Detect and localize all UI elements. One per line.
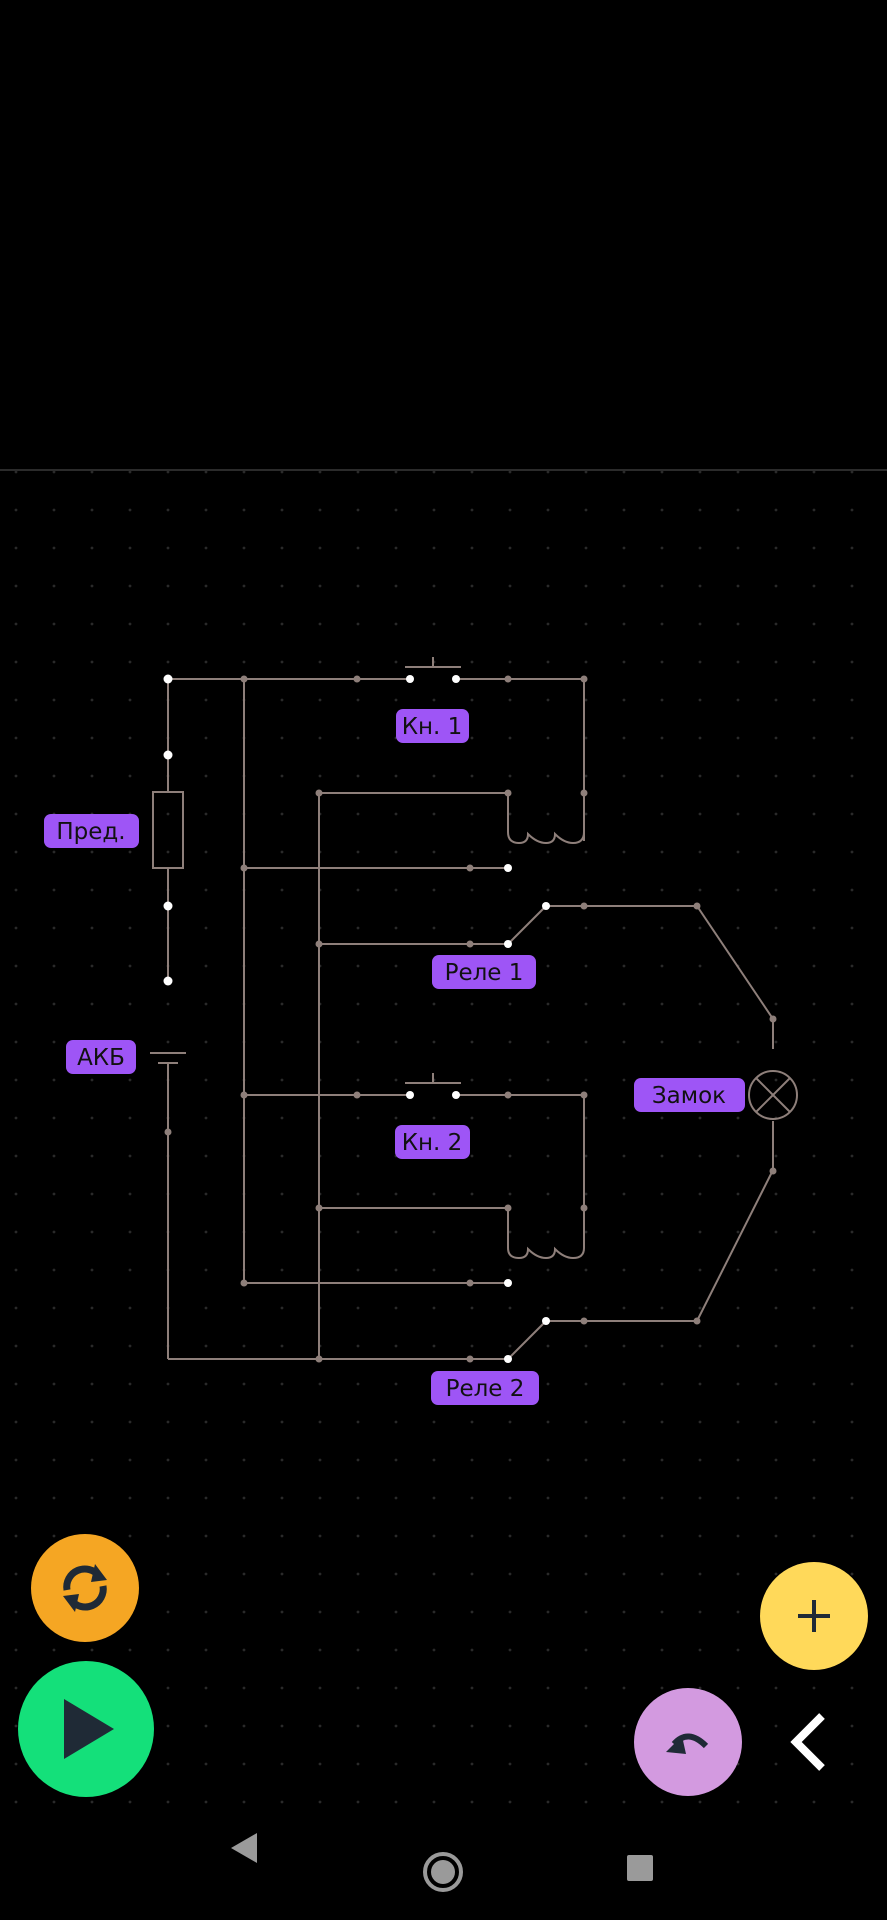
- undo-icon: [666, 1733, 709, 1754]
- wire-relay2-out: [546, 1121, 774, 1322]
- label-battery[interactable]: АКБ: [66, 1040, 136, 1074]
- collapse-button[interactable]: [778, 1710, 838, 1774]
- label-relay2[interactable]: Реле 2: [431, 1371, 539, 1405]
- label-button1-text: Кн. 1: [402, 714, 463, 740]
- label-button2[interactable]: Кн. 2: [395, 1125, 470, 1159]
- panel-divider: [0, 469, 887, 471]
- rotate-button[interactable]: [31, 1534, 139, 1642]
- junction-nodes: [164, 675, 777, 1363]
- back-triangle-icon: [231, 1833, 257, 1863]
- nav-home-button[interactable]: [419, 1848, 467, 1896]
- relay2-coil[interactable]: [507, 1208, 585, 1260]
- button1-symbol[interactable]: [405, 657, 461, 668]
- rotate-icon: [63, 1564, 107, 1612]
- top-blank-area: [0, 0, 887, 470]
- label-lock[interactable]: Замок: [634, 1078, 745, 1112]
- label-fuse-text: Пред.: [56, 819, 125, 845]
- circuit-diagram[interactable]: Кн. 1 Пред. Реле 1 АКБ Замок Кн. 2 Реле …: [0, 471, 887, 1806]
- plus-icon: [798, 1600, 830, 1632]
- nav-back-button[interactable]: [222, 1826, 266, 1870]
- play-icon: [64, 1699, 114, 1759]
- label-relay2-text: Реле 2: [446, 1376, 525, 1402]
- chevron-left-icon: [790, 1713, 825, 1771]
- lock-lamp-symbol[interactable]: [748, 1070, 798, 1120]
- button2-symbol[interactable]: [405, 1073, 461, 1084]
- label-fuse[interactable]: Пред.: [44, 814, 139, 848]
- terminals[interactable]: [163, 674, 551, 1364]
- home-circle-icon: [423, 1852, 463, 1892]
- fuse-symbol[interactable]: [152, 791, 184, 869]
- label-button2-text: Кн. 2: [402, 1130, 463, 1156]
- label-relay1[interactable]: Реле 1: [432, 955, 536, 989]
- add-component-button[interactable]: [760, 1562, 868, 1670]
- circuit-canvas[interactable]: Кн. 1 Пред. Реле 1 АКБ Замок Кн. 2 Реле …: [0, 471, 887, 1806]
- wire-relay2-switch: [507, 1320, 547, 1360]
- nav-recents-button[interactable]: [622, 1850, 658, 1886]
- recents-square-icon: [627, 1855, 653, 1881]
- play-button[interactable]: [18, 1661, 154, 1797]
- system-navigation-bar: [0, 1808, 887, 1920]
- wire-relay1-switch: [507, 905, 547, 945]
- label-battery-text: АКБ: [77, 1045, 125, 1071]
- label-relay1-text: Реле 1: [445, 960, 524, 986]
- undo-button[interactable]: [634, 1688, 742, 1796]
- relay1-coil[interactable]: [507, 826, 585, 845]
- battery-symbol[interactable]: [150, 1052, 186, 1064]
- wire-relay1-out: [546, 905, 774, 1049]
- label-lock-text: Замок: [652, 1083, 726, 1109]
- label-button1[interactable]: Кн. 1: [396, 709, 469, 743]
